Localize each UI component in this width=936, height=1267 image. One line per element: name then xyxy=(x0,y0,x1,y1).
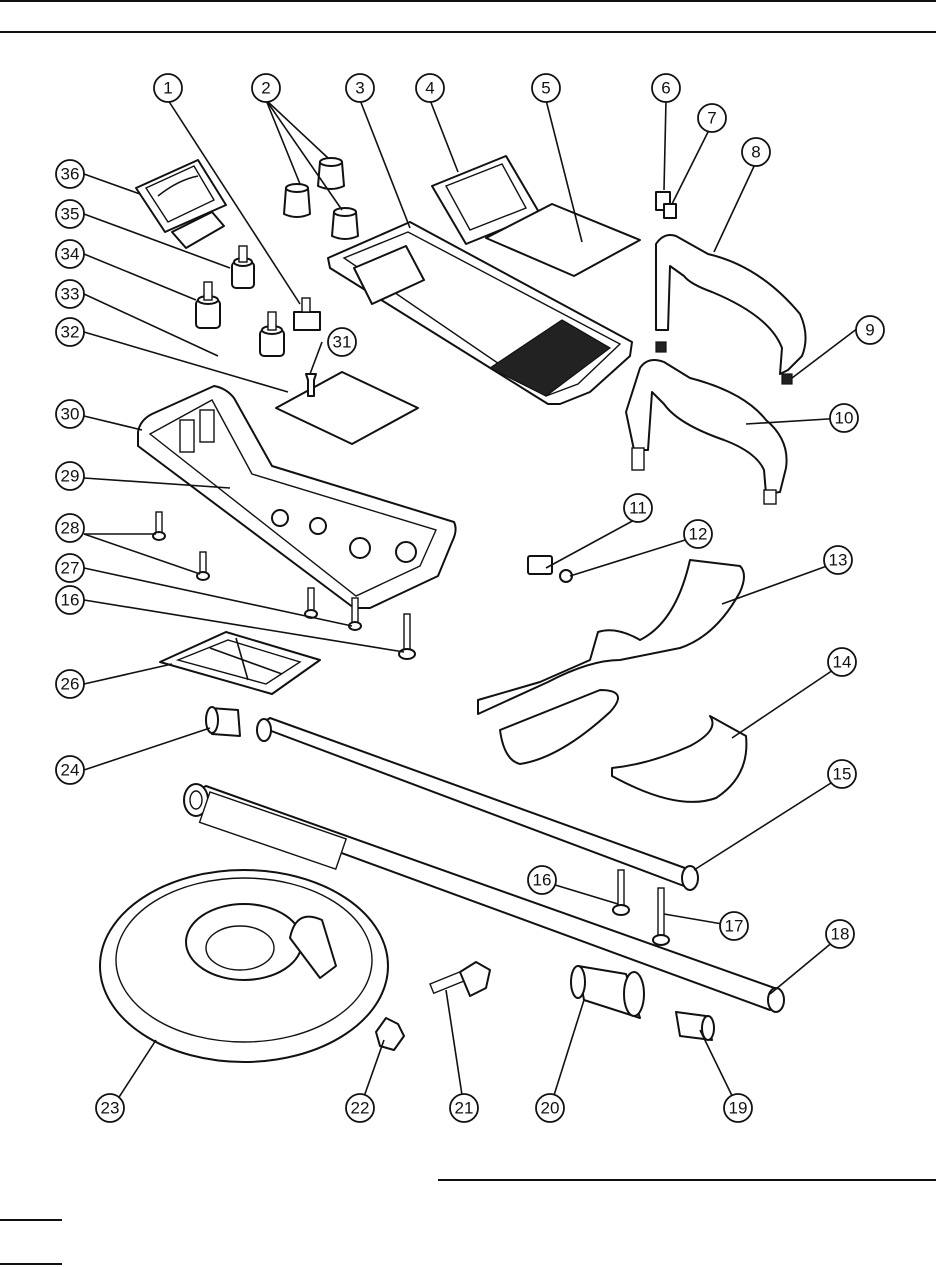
callout-34: 34 xyxy=(56,240,84,268)
svg-text:9: 9 xyxy=(865,321,874,340)
callout-4: 4 xyxy=(416,74,444,102)
svg-text:22: 22 xyxy=(351,1099,370,1118)
callout-21: 21 xyxy=(450,1094,478,1122)
connector-cap-part xyxy=(664,204,676,218)
callout-16-shaft: 16 xyxy=(528,866,556,894)
callout-27: 27 xyxy=(56,554,84,582)
callout-11: 11 xyxy=(624,494,652,522)
search-coil-part xyxy=(100,870,388,1062)
svg-text:7: 7 xyxy=(707,109,716,128)
callout-31: 31 xyxy=(328,328,356,356)
svg-text:8: 8 xyxy=(751,143,760,162)
knob-bolt-part xyxy=(430,962,490,996)
callout-29: 29 xyxy=(56,462,84,490)
callout-10: 10 xyxy=(830,404,858,432)
callout-12: 12 xyxy=(684,520,712,548)
callout-20: 20 xyxy=(536,1094,564,1122)
svg-text:11: 11 xyxy=(629,499,647,518)
svg-text:14: 14 xyxy=(833,653,852,672)
svg-text:26: 26 xyxy=(61,675,80,694)
svg-text:4: 4 xyxy=(425,79,434,98)
callout-32: 32 xyxy=(56,318,84,346)
svg-text:13: 13 xyxy=(829,551,848,570)
callout-8: 8 xyxy=(742,138,770,166)
svg-text:34: 34 xyxy=(61,245,80,264)
bushing-part xyxy=(206,707,240,736)
svg-text:20: 20 xyxy=(541,1099,560,1118)
callout-3: 3 xyxy=(346,74,374,102)
svg-text:12: 12 xyxy=(689,525,708,544)
svg-text:19: 19 xyxy=(729,1099,748,1118)
callout-23: 23 xyxy=(96,1094,124,1122)
svg-text:31: 31 xyxy=(333,333,352,352)
callout-14: 14 xyxy=(828,648,856,676)
svg-text:1: 1 xyxy=(163,79,172,98)
svg-text:2: 2 xyxy=(261,79,270,98)
svg-text:10: 10 xyxy=(835,409,854,428)
svg-text:29: 29 xyxy=(61,467,80,486)
callout-16-housing: 16 xyxy=(56,586,84,614)
svg-text:21: 21 xyxy=(455,1099,474,1118)
callout-35: 35 xyxy=(56,200,84,228)
battery-cover-part xyxy=(160,632,320,694)
svg-text:28: 28 xyxy=(61,519,80,538)
callout-6: 6 xyxy=(652,74,680,102)
svg-text:36: 36 xyxy=(61,165,80,184)
callout-13: 13 xyxy=(824,546,852,574)
callout-9: 9 xyxy=(856,316,884,344)
svg-text:17: 17 xyxy=(725,917,744,936)
meter-part xyxy=(136,160,226,248)
svg-text:27: 27 xyxy=(61,559,80,578)
svg-text:32: 32 xyxy=(61,323,80,342)
callout-18: 18 xyxy=(826,920,854,948)
svg-text:24: 24 xyxy=(61,761,80,780)
switch-part xyxy=(294,298,320,330)
end-cap-part xyxy=(571,966,644,1018)
jack-part xyxy=(528,556,552,574)
callout-24: 24 xyxy=(56,756,84,784)
callout-28: 28 xyxy=(56,514,84,542)
svg-text:23: 23 xyxy=(101,1099,120,1118)
wing-nut-part xyxy=(376,1018,404,1050)
callout-19: 19 xyxy=(724,1094,752,1122)
callout-15: 15 xyxy=(828,760,856,788)
svg-text:16: 16 xyxy=(61,591,80,610)
callout-17: 17 xyxy=(720,912,748,940)
callout-33: 33 xyxy=(56,280,84,308)
handle-bottom-part xyxy=(626,360,787,494)
armrest-part xyxy=(478,560,744,764)
potentiometer-parts xyxy=(196,246,284,356)
svg-text:5: 5 xyxy=(541,79,550,98)
callout-7: 7 xyxy=(698,104,726,132)
armrest-pad-part xyxy=(612,716,746,802)
callout-1: 1 xyxy=(154,74,182,102)
housing-part xyxy=(138,386,456,608)
svg-text:33: 33 xyxy=(61,285,80,304)
svg-text:35: 35 xyxy=(61,205,80,224)
callout-30: 30 xyxy=(56,400,84,428)
svg-text:30: 30 xyxy=(61,405,80,424)
svg-text:3: 3 xyxy=(355,79,364,98)
callout-2: 2 xyxy=(252,74,280,102)
callout-26: 26 xyxy=(56,670,84,698)
svg-text:18: 18 xyxy=(831,925,850,944)
screw-part xyxy=(306,374,316,396)
circuit-board-part xyxy=(276,372,418,444)
callout-5: 5 xyxy=(532,74,560,102)
small-cap-part xyxy=(676,1012,714,1040)
handle-top-part xyxy=(656,235,806,374)
svg-text:16: 16 xyxy=(533,871,552,890)
callout-22: 22 xyxy=(346,1094,374,1122)
svg-text:15: 15 xyxy=(833,765,852,784)
callout-36: 36 xyxy=(56,160,84,188)
svg-text:6: 6 xyxy=(661,79,670,98)
